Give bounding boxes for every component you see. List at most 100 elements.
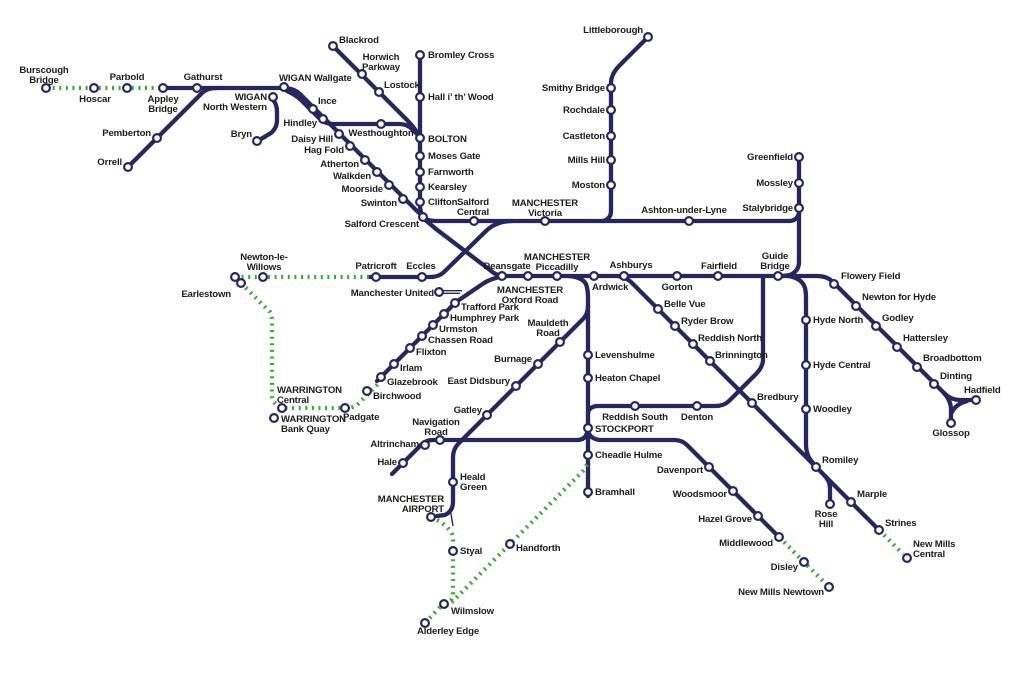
station-marker-fairfield[interactable] <box>712 271 723 282</box>
station-marker-birchwood[interactable] <box>362 386 373 397</box>
station-marker-guide-bridge[interactable] <box>772 271 783 282</box>
station-marker-glazebrook[interactable] <box>376 372 387 383</box>
station-marker-atherton[interactable] <box>360 155 371 166</box>
station-marker-eccles[interactable] <box>417 272 428 283</box>
station-marker-hadfield[interactable] <box>970 395 981 406</box>
station-marker-east-didsbury[interactable] <box>510 381 521 392</box>
station-marker-ashton-under-lyne[interactable] <box>683 216 694 227</box>
station-marker-deansgate[interactable] <box>497 271 508 282</box>
station-marker-reddish-south[interactable] <box>629 401 640 412</box>
station-marker-warrington-central[interactable] <box>277 403 288 414</box>
station-marker-broadbottom[interactable] <box>911 362 922 373</box>
station-marker-hale[interactable] <box>398 458 409 469</box>
station-marker-rochdale[interactable] <box>605 104 616 115</box>
station-marker-flowery-field[interactable] <box>828 279 839 290</box>
station-marker-strines[interactable] <box>873 524 884 535</box>
station-marker-castleton[interactable] <box>605 131 616 142</box>
station-marker-daisy-hill[interactable] <box>334 129 345 140</box>
station-marker-navigation-road[interactable] <box>435 435 446 446</box>
station-marker-styal[interactable] <box>448 545 459 556</box>
station-marker-pemberton[interactable] <box>152 133 163 144</box>
station-marker-woodley[interactable] <box>800 404 811 415</box>
station-marker-appley-bridge[interactable] <box>158 82 169 93</box>
station-marker-manchester-united[interactable] <box>434 287 445 298</box>
station-marker-hindley[interactable] <box>318 113 329 124</box>
station-marker-levenshulme[interactable] <box>582 350 593 361</box>
station-marker-trafford-park[interactable] <box>450 298 461 309</box>
station-marker-new-mills-central[interactable] <box>901 552 912 563</box>
station-marker-hall-i-th-wood[interactable] <box>415 91 426 102</box>
station-marker-gatley[interactable] <box>482 410 493 421</box>
station-marker-heaton-chapel[interactable] <box>582 373 593 384</box>
station-marker-alderley-edge[interactable] <box>420 617 431 628</box>
station-marker-bolton[interactable] <box>415 133 426 144</box>
station-marker-burscough-bridge[interactable] <box>40 82 51 93</box>
station-marker-moorside[interactable] <box>384 180 395 191</box>
station-marker-hyde-north[interactable] <box>800 315 811 326</box>
station-marker-patricroft[interactable] <box>371 272 382 283</box>
station-marker-mossley[interactable] <box>793 178 804 189</box>
station-marker-littleborough[interactable] <box>642 31 653 42</box>
station-marker-disley[interactable] <box>798 556 809 567</box>
station-marker-hattersley[interactable] <box>891 342 902 353</box>
station-marker-newton-for-hyde[interactable] <box>850 301 861 312</box>
station-marker-ashburys[interactable] <box>618 271 629 282</box>
station-marker-bromley-cross[interactable] <box>415 49 426 60</box>
station-marker-irlam[interactable] <box>389 359 400 370</box>
station-marker-earlestown-2[interactable] <box>230 272 241 283</box>
station-marker-manchester-piccadilly[interactable] <box>551 271 562 282</box>
station-marker-hyde-central[interactable] <box>800 360 811 371</box>
station-marker-denton[interactable] <box>691 401 702 412</box>
station-marker-ardwick[interactable] <box>588 271 599 282</box>
station-marker-wigan-north-western[interactable] <box>268 91 279 102</box>
station-marker-clifton[interactable] <box>415 197 426 208</box>
station-marker-burnage[interactable] <box>532 359 543 370</box>
station-marker-altrincham[interactable] <box>420 440 431 451</box>
station-marker-earlestown[interactable] <box>236 278 247 289</box>
station-marker-middlewood[interactable] <box>773 531 784 542</box>
station-marker-walkden[interactable] <box>372 167 383 178</box>
station-marker-kearsley[interactable] <box>415 182 426 193</box>
station-marker-stockport[interactable] <box>582 423 593 434</box>
station-marker-wilmslow[interactable] <box>439 598 450 609</box>
station-marker-bramhall[interactable] <box>582 487 593 498</box>
station-marker-humphrey-park[interactable] <box>439 309 450 320</box>
station-marker-manchester-victoria[interactable] <box>539 216 550 227</box>
station-marker-greenfield[interactable] <box>793 152 804 163</box>
station-marker-dinting[interactable] <box>928 379 939 390</box>
station-marker-mills-hill[interactable] <box>605 155 616 166</box>
station-marker-urmston[interactable] <box>428 320 439 331</box>
station-marker-blackrod[interactable] <box>328 40 339 51</box>
station-marker-cheadle-hulme[interactable] <box>582 450 593 461</box>
station-marker-marple[interactable] <box>845 497 856 508</box>
station-marker-padgate[interactable] <box>340 403 351 414</box>
station-marker-reddish-north[interactable] <box>687 339 698 350</box>
station-marker-horwich-parkway[interactable] <box>357 68 368 79</box>
station-marker-flixton[interactable] <box>405 343 416 354</box>
station-marker-godley[interactable] <box>870 321 881 332</box>
station-marker-gathurst[interactable] <box>192 82 203 93</box>
station-marker-lostock[interactable] <box>374 86 385 97</box>
station-marker-moses-gate[interactable] <box>415 151 426 162</box>
station-marker-hag-fold[interactable] <box>345 141 356 152</box>
station-marker-hazel-grove[interactable] <box>752 510 763 521</box>
station-marker-hoscar[interactable] <box>88 82 99 93</box>
station-marker-rose-hill[interactable] <box>824 499 835 510</box>
station-marker-bredbury[interactable] <box>746 398 757 409</box>
station-marker-farnworth[interactable] <box>415 167 426 178</box>
station-marker-ryder-brow[interactable] <box>669 321 680 332</box>
station-marker-handforth[interactable] <box>505 538 516 549</box>
station-marker-manchester-airport[interactable] <box>426 511 437 522</box>
station-marker-stalybridge[interactable] <box>793 203 804 214</box>
station-marker-gorton[interactable] <box>671 271 682 282</box>
station-marker-parbold[interactable] <box>121 82 132 93</box>
station-marker-davenport[interactable] <box>703 462 714 473</box>
station-marker-mauldeth-road[interactable] <box>554 337 565 348</box>
station-marker-woodsmoor[interactable] <box>727 486 738 497</box>
station-marker-swinton[interactable] <box>398 194 409 205</box>
station-marker-new-mills-newtown[interactable] <box>823 581 834 592</box>
station-marker-orrell[interactable] <box>122 162 133 173</box>
station-marker-belle-vue[interactable] <box>652 304 663 315</box>
station-marker-glossop[interactable] <box>945 418 956 429</box>
station-marker-warrington-bank-quay[interactable] <box>269 413 280 424</box>
